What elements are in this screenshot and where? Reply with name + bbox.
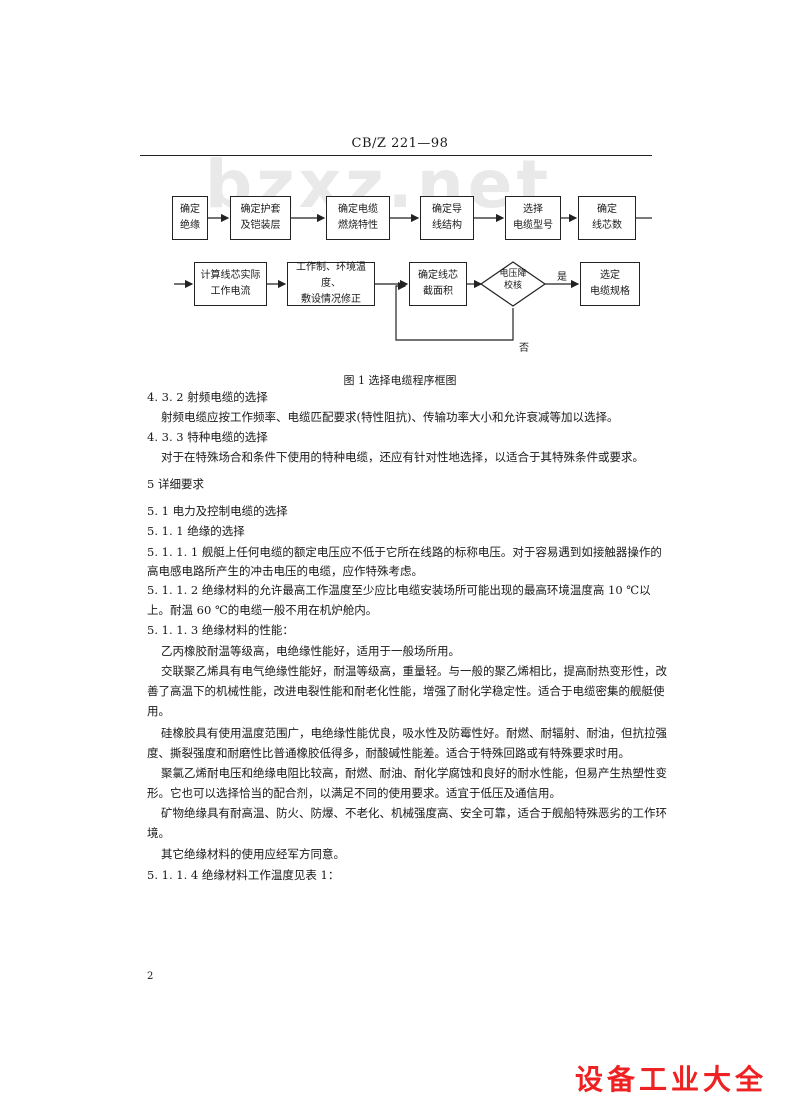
flow-label-no: 否 [519,343,529,354]
text-line: 其它绝缘材料的使用应经军方同意。 [161,847,345,861]
flow-box-correction: 工作制、环境温度、敷设情况修正 [287,262,375,306]
header-rule [140,155,652,156]
text-line: 5. 1. 1 绝缘的选择 [147,524,245,538]
flow-box-sheath-armor: 确定护套及铠装层 [230,196,291,240]
text-line: 聚氯乙烯耐电压和绝缘电阻比较高，耐燃、耐油、耐化学腐蚀和良好的耐水性能，但易产生… [161,766,667,780]
text-line: 矿物绝缘具有耐高温、防火、防爆、不老化、机械强度高、安全可靠，适合于舰船特殊恶劣… [161,806,667,820]
text-line: 上。耐温 60 ℃的电缆一般不用在机炉舱内。 [147,603,378,617]
flow-box-calc-current: 计算线芯实际工作电流 [194,262,267,306]
text-line: 4. 3. 3 特种电缆的选择 [147,430,268,444]
text-line: 5. 1. 1. 2 绝缘材料的允许最高工作温度至少应比电缆安装场所可能出现的最… [147,583,651,597]
text-line: 5. 1. 1. 1 舰艇上任何电缆的额定电压应不低于它所在线路的标称电压。对于… [147,545,662,559]
text-line: 5. 1. 1. 3 绝缘材料的性能： [147,623,294,637]
flow-box-determine-insulation: 确定绝缘 [172,196,208,240]
text-line: 硅橡胶具有使用温度范围广，电绝缘性能优良，吸水性及防霉性好。耐燃、耐辐射、耐油，… [161,726,667,740]
flow-decision-voltage-drop: 电压降校核 [499,269,527,291]
section-heading: 5 详细要求 [147,477,204,491]
page-header: CB/Z 221—98 [351,136,449,151]
text-line: 射频电缆应按工作频率、电缆匹配要求(特性阻抗)、传输功率大小和允许衰减等加以选择… [161,410,619,424]
text-line: 5. 1 电力及控制电缆的选择 [147,504,288,518]
flow-box-cross-section: 确定线芯截面积 [409,262,467,306]
flow-box-burning-property: 确定电缆燃烧特性 [326,196,390,240]
text-line: 高电感电路所产生的冲击电压的电缆，应作特殊考虑。 [147,564,423,578]
text-line: 善了高温下的机械性能，改进电裂性能和耐老化性能，增强了耐化学稳定性。适合于电缆密… [147,684,665,698]
text-line: 5. 1. 1. 4 绝缘材料工作温度见表 1： [147,868,340,882]
text-line: 境。 [147,826,170,840]
text-line: 用。 [147,704,170,718]
flow-box-conductor-structure: 确定导线结构 [420,196,474,240]
text-line: 4. 3. 2 射频电缆的选择 [147,390,268,404]
text-line: 形。它也可以选择恰当的配合剂，以满足不同的使用要求。适宜于低压及通信用。 [147,786,561,800]
text-line: 度、撕裂强度和耐磨性比普通橡胶低得多，耐酸碱性能差。适合于特殊回路或有特殊要求时… [147,746,630,760]
flow-box-core-count: 确定线芯数 [578,196,636,240]
footer-watermark: 设备工业大全 [575,1063,768,1096]
text-line: 对于在特殊场合和条件下使用的特种电缆，还应有针对性地选择，以适合于其特殊条件或要… [161,450,644,464]
flow-label-yes: 是 [557,272,567,283]
flow-box-cable-spec: 选定电缆规格 [580,262,640,306]
text-line: 乙丙橡胶耐温等级高，电绝缘性能好，适用于一般场所用。 [161,644,460,658]
flowchart-connectors [174,213,652,341]
flow-box-select-model: 选择电缆型号 [505,196,561,240]
figure-caption: 图 1 选择电缆程序框图 [343,374,457,387]
text-line: 交联聚乙烯具有电气绝缘性能好，耐温等级高，重量轻。与一般的聚乙烯相比，提高耐热变… [161,664,667,678]
page-number: 2 [147,971,154,982]
